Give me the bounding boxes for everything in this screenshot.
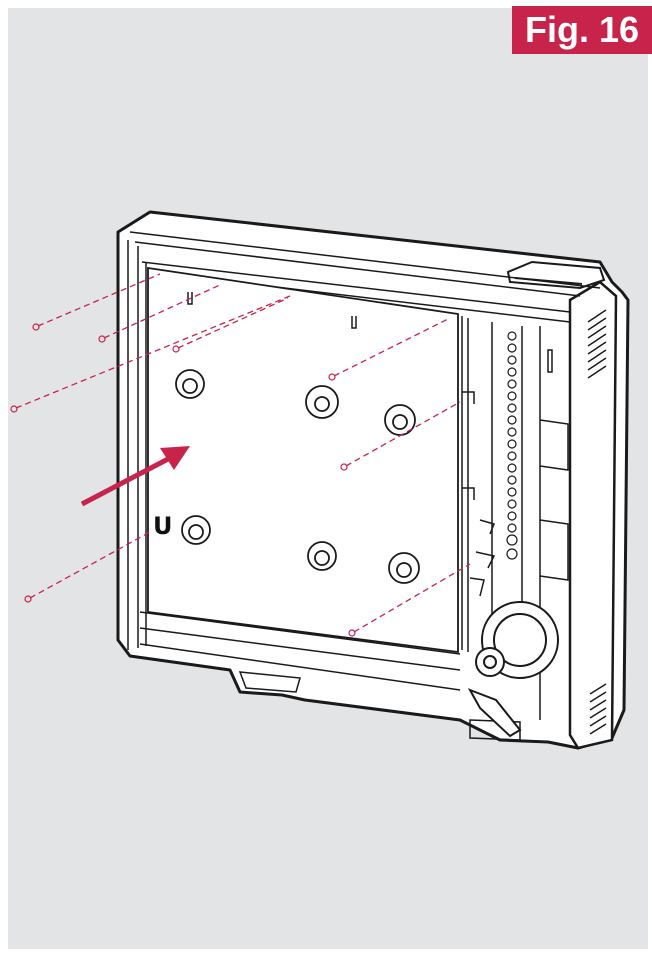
right-side-panel <box>568 280 618 750</box>
vent-slots <box>587 309 607 735</box>
callout-label-u: U <box>153 512 173 540</box>
direction-arrow <box>80 446 190 507</box>
left-frame <box>127 240 147 650</box>
back-plate <box>147 266 459 654</box>
bottom-rail <box>139 611 521 741</box>
screw-icon <box>10 323 356 637</box>
hole-column <box>506 331 518 560</box>
mounting-bosses <box>175 369 420 584</box>
fan-motor <box>467 601 559 738</box>
clip-slots <box>187 292 357 329</box>
top-rail <box>129 231 601 323</box>
screw-guide-lines <box>15 273 471 633</box>
side-clips <box>462 391 496 597</box>
figure-badge: Fig. 16 <box>512 6 652 54</box>
